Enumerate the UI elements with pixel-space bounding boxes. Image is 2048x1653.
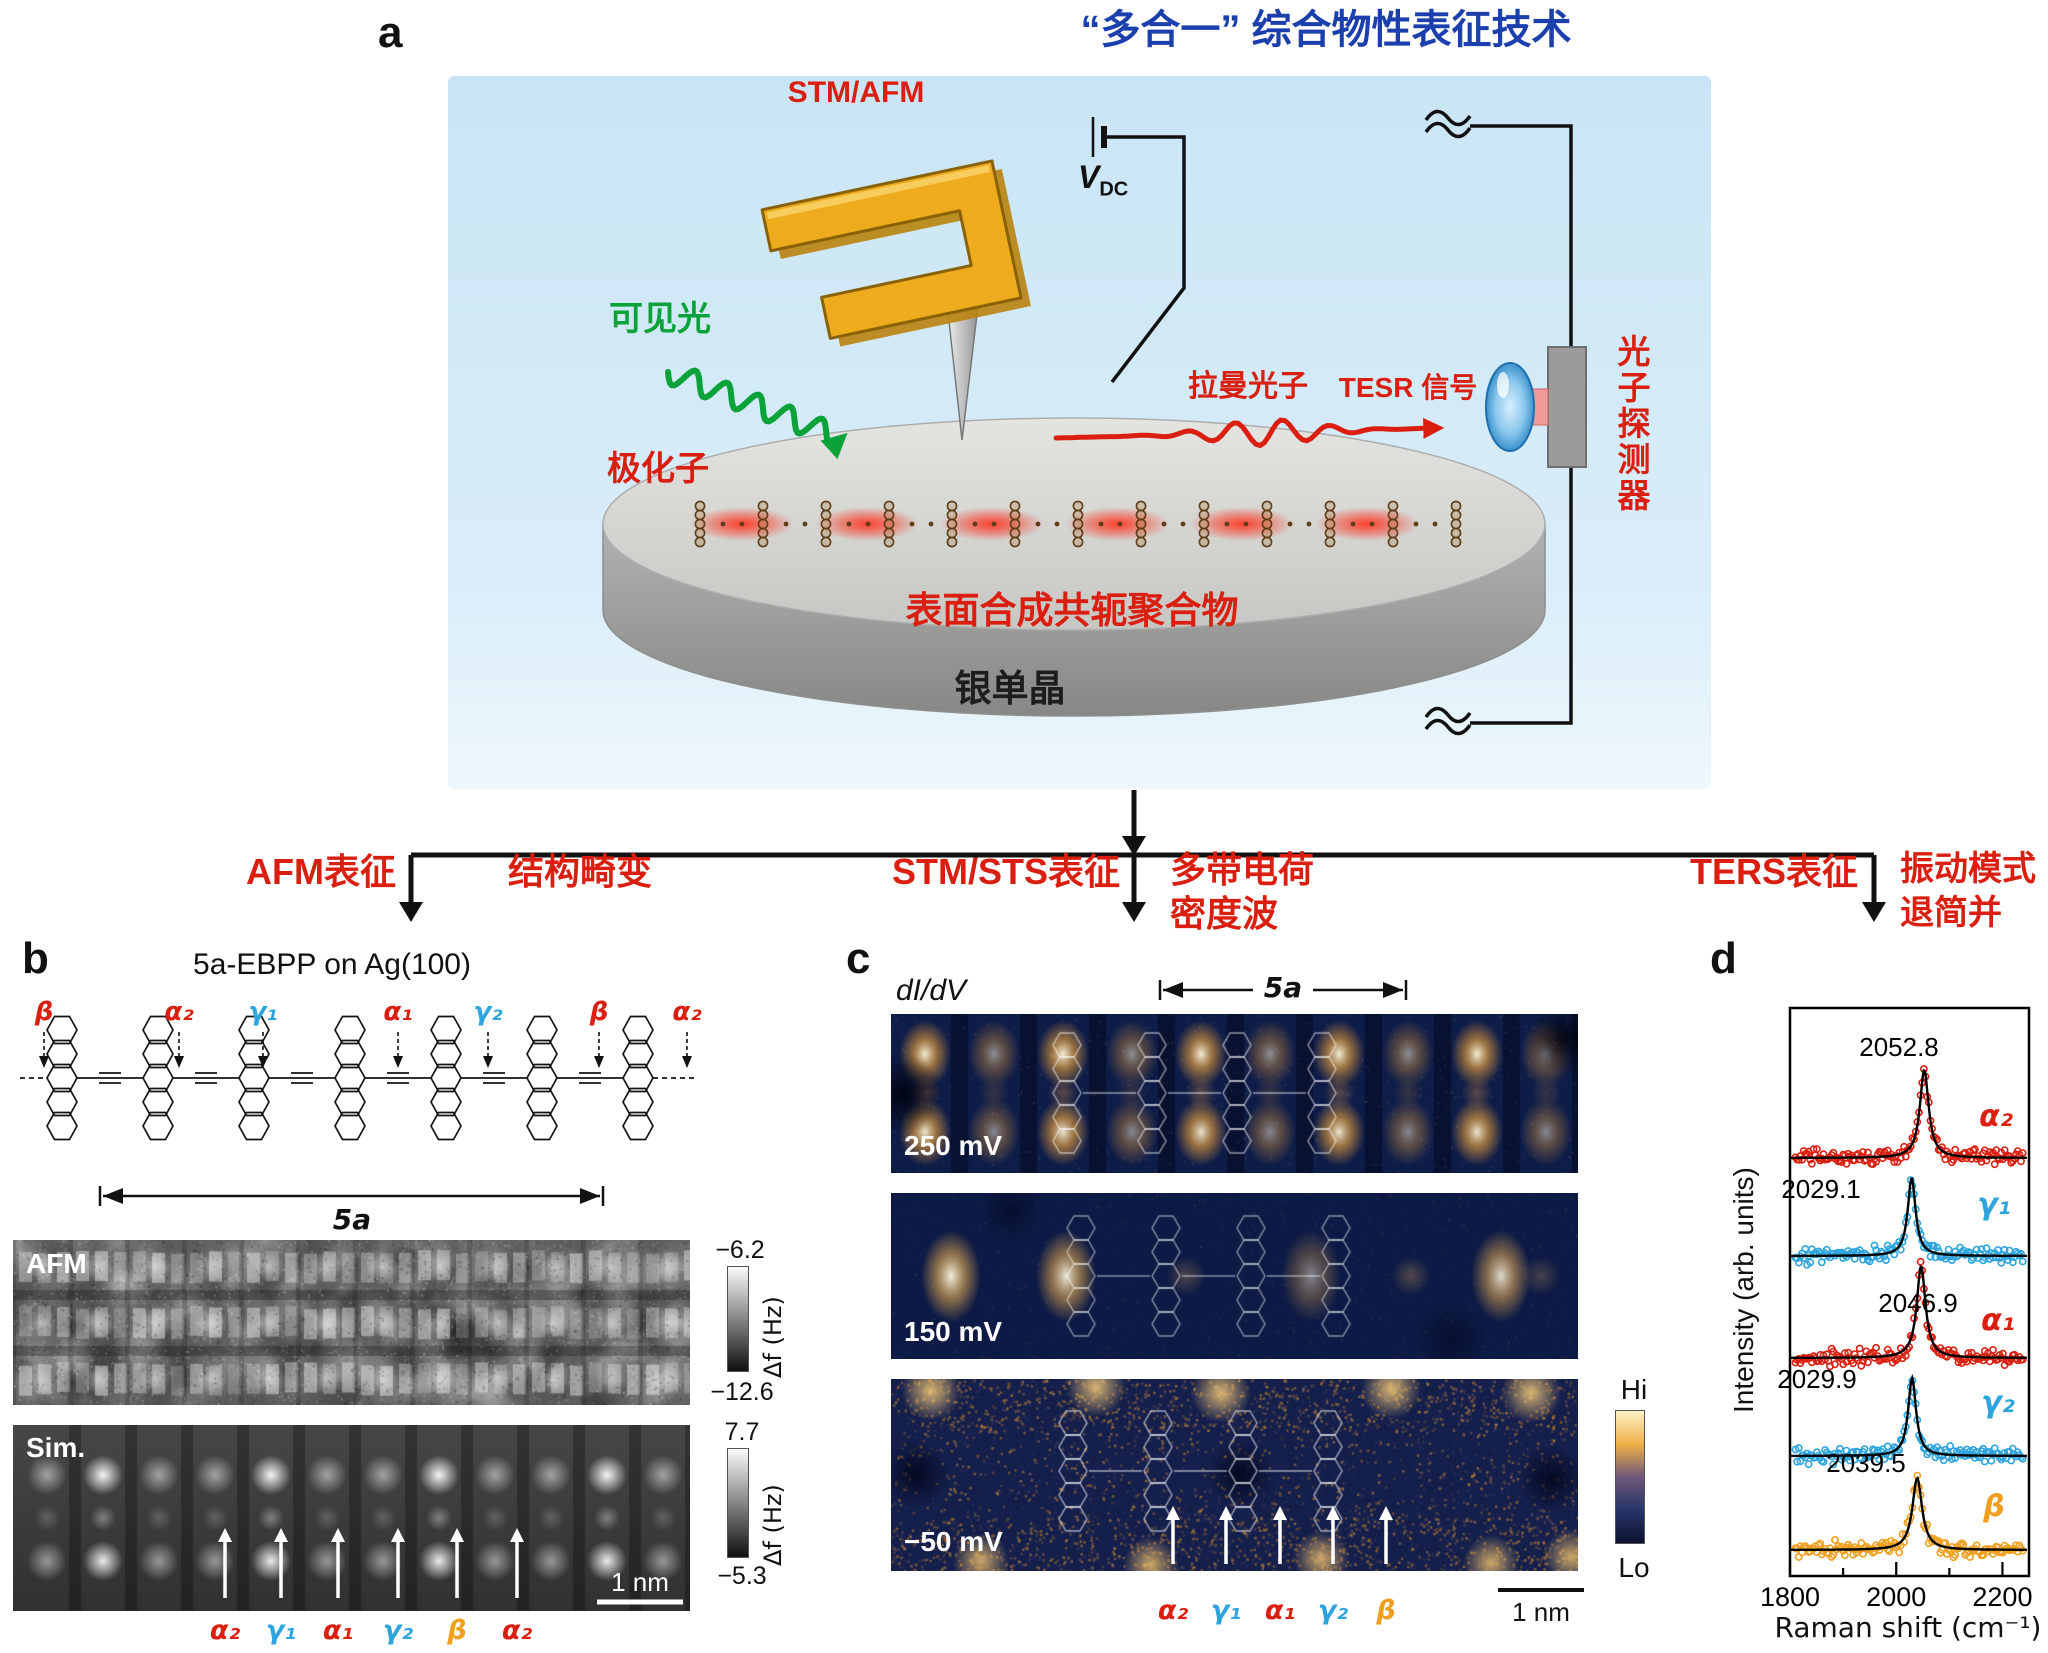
bias-label-min50mv: −50 mV: [904, 1526, 1003, 1557]
bond-pointer-arrows: [39, 1032, 692, 1068]
scalebar-label-c: 1 nm: [1512, 1597, 1570, 1627]
panel-b-label: b: [22, 934, 49, 983]
series-label-1: α₂: [1979, 1099, 2013, 1134]
panel-b-title: 5a-EBPP on Ag(100): [193, 948, 471, 981]
mode-label-c-2: γ₁: [1210, 1595, 1242, 1626]
stm-colorbar: [1615, 1410, 1645, 1544]
mode-label-b-2: γ₁: [265, 1615, 297, 1646]
sim-colorbar-min: −5.3: [717, 1562, 767, 1590]
branch-stm-result-1: 多带电荷: [1170, 849, 1315, 890]
colorbar-hi-label: Hi: [1620, 1374, 1648, 1405]
afm-colorbar-min: −12.6: [710, 1378, 774, 1406]
bias-label-150mv: 150 mV: [904, 1316, 1003, 1347]
panel-d-label: d: [1710, 934, 1737, 983]
bond-label-3: γ₁: [248, 997, 278, 1027]
fit-curve-5: [1790, 1475, 2027, 1551]
mode-label-b-5: β: [447, 1615, 467, 1646]
polaron-label: 极化子: [607, 450, 709, 488]
series-label-5: β: [1982, 1489, 2004, 1524]
scalebar-label-b: 1 nm: [611, 1567, 669, 1597]
peak-value-2: 2029.1: [1781, 1174, 1861, 1204]
branch-ters-method: TERS表征: [1689, 851, 1858, 892]
fit-curve-3: [1790, 1265, 2027, 1359]
branch-stm-method: STM/STS表征: [891, 851, 1120, 892]
vdc-symbol: V: [1078, 159, 1100, 195]
x-tick-label: 1800: [1760, 1582, 1820, 1612]
panel-a-label: a: [378, 8, 403, 57]
bond-label-2: α₂: [164, 997, 194, 1027]
bond-label-7: α₂: [672, 997, 702, 1027]
branch-stm-result-2: 密度波: [1170, 893, 1279, 934]
spectrum-points-2: [1791, 1176, 2027, 1269]
peak-value-1: 2052.8: [1859, 1032, 1939, 1062]
x-tick-label: 2200: [1972, 1582, 2032, 1612]
spectrum-points-3: [1791, 1257, 2027, 1371]
peak-value-4: 2029.9: [1777, 1364, 1857, 1394]
series-label-2: γ₁: [1977, 1187, 2011, 1222]
afm-colorbar-unit: Δf (Hz): [759, 1296, 787, 1378]
afm-colorbar-max: −6.2: [715, 1236, 765, 1264]
fit-curve-4: [1790, 1373, 2027, 1458]
vdc-subscript: DC: [1099, 178, 1129, 201]
spectrum-points-1: [1791, 1065, 2027, 1169]
sim-colorbar: [727, 1448, 749, 1558]
chart-x-axis-label: Raman shift (cm⁻¹): [1774, 1611, 2042, 1644]
chart-y-axis-label: Intensity (arb. units): [1728, 1167, 1759, 1413]
vdc-label: VDC: [1078, 159, 1129, 201]
figure-title: “多合一” 综合物性表征技术: [1080, 8, 1572, 52]
colorbar-lo-label: Lo: [1618, 1552, 1650, 1583]
fit-curve-2: [1790, 1177, 2027, 1258]
tesr-signal-label: TESR 信号: [1338, 372, 1478, 403]
bond-label-1: β: [34, 997, 54, 1027]
peak-value-3: 2046.9: [1878, 1288, 1958, 1318]
afm-image: [13, 1240, 690, 1405]
sim-colorbar-max: 7.7: [724, 1418, 760, 1446]
unit-cell-span-label-b: 5a: [332, 1203, 372, 1236]
didv-map-min50mv: [891, 1379, 1578, 1571]
panel-c-label: c: [846, 934, 871, 983]
series-label-4: γ₂: [1981, 1385, 2015, 1420]
peak-value-5: 2039.5: [1826, 1448, 1906, 1478]
mode-label-c-3: α₁: [1264, 1595, 1296, 1626]
didv-map-150mv: [891, 1193, 1578, 1359]
substrate-label: 银单晶: [954, 668, 1066, 709]
mode-label-c-1: α₂: [1157, 1595, 1189, 1626]
mode-label-c-5: β: [1376, 1595, 1396, 1626]
bond-label-6: β: [589, 997, 609, 1027]
fit-curve-1: [1790, 1068, 2027, 1160]
mode-label-b-6: α₂: [501, 1615, 533, 1646]
sim-image-label: Sim.: [26, 1432, 86, 1463]
didv-label: dI/dV: [896, 974, 967, 1007]
afm-colorbar: [727, 1266, 749, 1372]
branch-ters-result-2: 退简并: [1900, 894, 2002, 932]
bond-label-4: α₁: [383, 997, 413, 1027]
polymer-label: 表面合成共轭聚合物: [905, 590, 1239, 631]
branch-ters-result-1: 振动模式: [1900, 850, 2036, 888]
mode-label-b-4: γ₂: [382, 1615, 414, 1646]
visible-light-label: 可见光: [609, 300, 711, 338]
chart-frame: [1788, 1006, 2031, 1578]
stm-afm-label: STM/AFM: [787, 76, 925, 109]
mode-label-b-3: α₁: [322, 1615, 354, 1646]
afm-image-label: AFM: [26, 1248, 87, 1279]
branch-afm-result: 结构畸变: [508, 851, 653, 892]
sim-colorbar-unit: Δf (Hz): [759, 1484, 787, 1566]
bias-label-250mv: 250 mV: [904, 1130, 1003, 1161]
afm-simulation-image: [13, 1425, 690, 1611]
spectrum-points-5: [1791, 1471, 2027, 1562]
spectrum-points-4: [1791, 1376, 2027, 1469]
bond-label-5: γ₂: [473, 997, 503, 1027]
didv-map-250mv: [891, 1014, 1578, 1173]
photon-detector-label: 光子探测器: [1612, 334, 1650, 514]
mode-label-b-1: α₂: [209, 1615, 241, 1646]
unit-cell-span-label-c: 5a: [1263, 971, 1303, 1004]
mode-label-c-4: γ₂: [1317, 1595, 1349, 1626]
raman-photon-label: 拉曼光子: [1188, 370, 1308, 403]
series-label-3: α₁: [1981, 1303, 2015, 1338]
branch-afm-method: AFM表征: [246, 851, 396, 892]
chemical-structure: [20, 1015, 696, 1141]
x-tick-label: 2000: [1866, 1582, 1926, 1612]
